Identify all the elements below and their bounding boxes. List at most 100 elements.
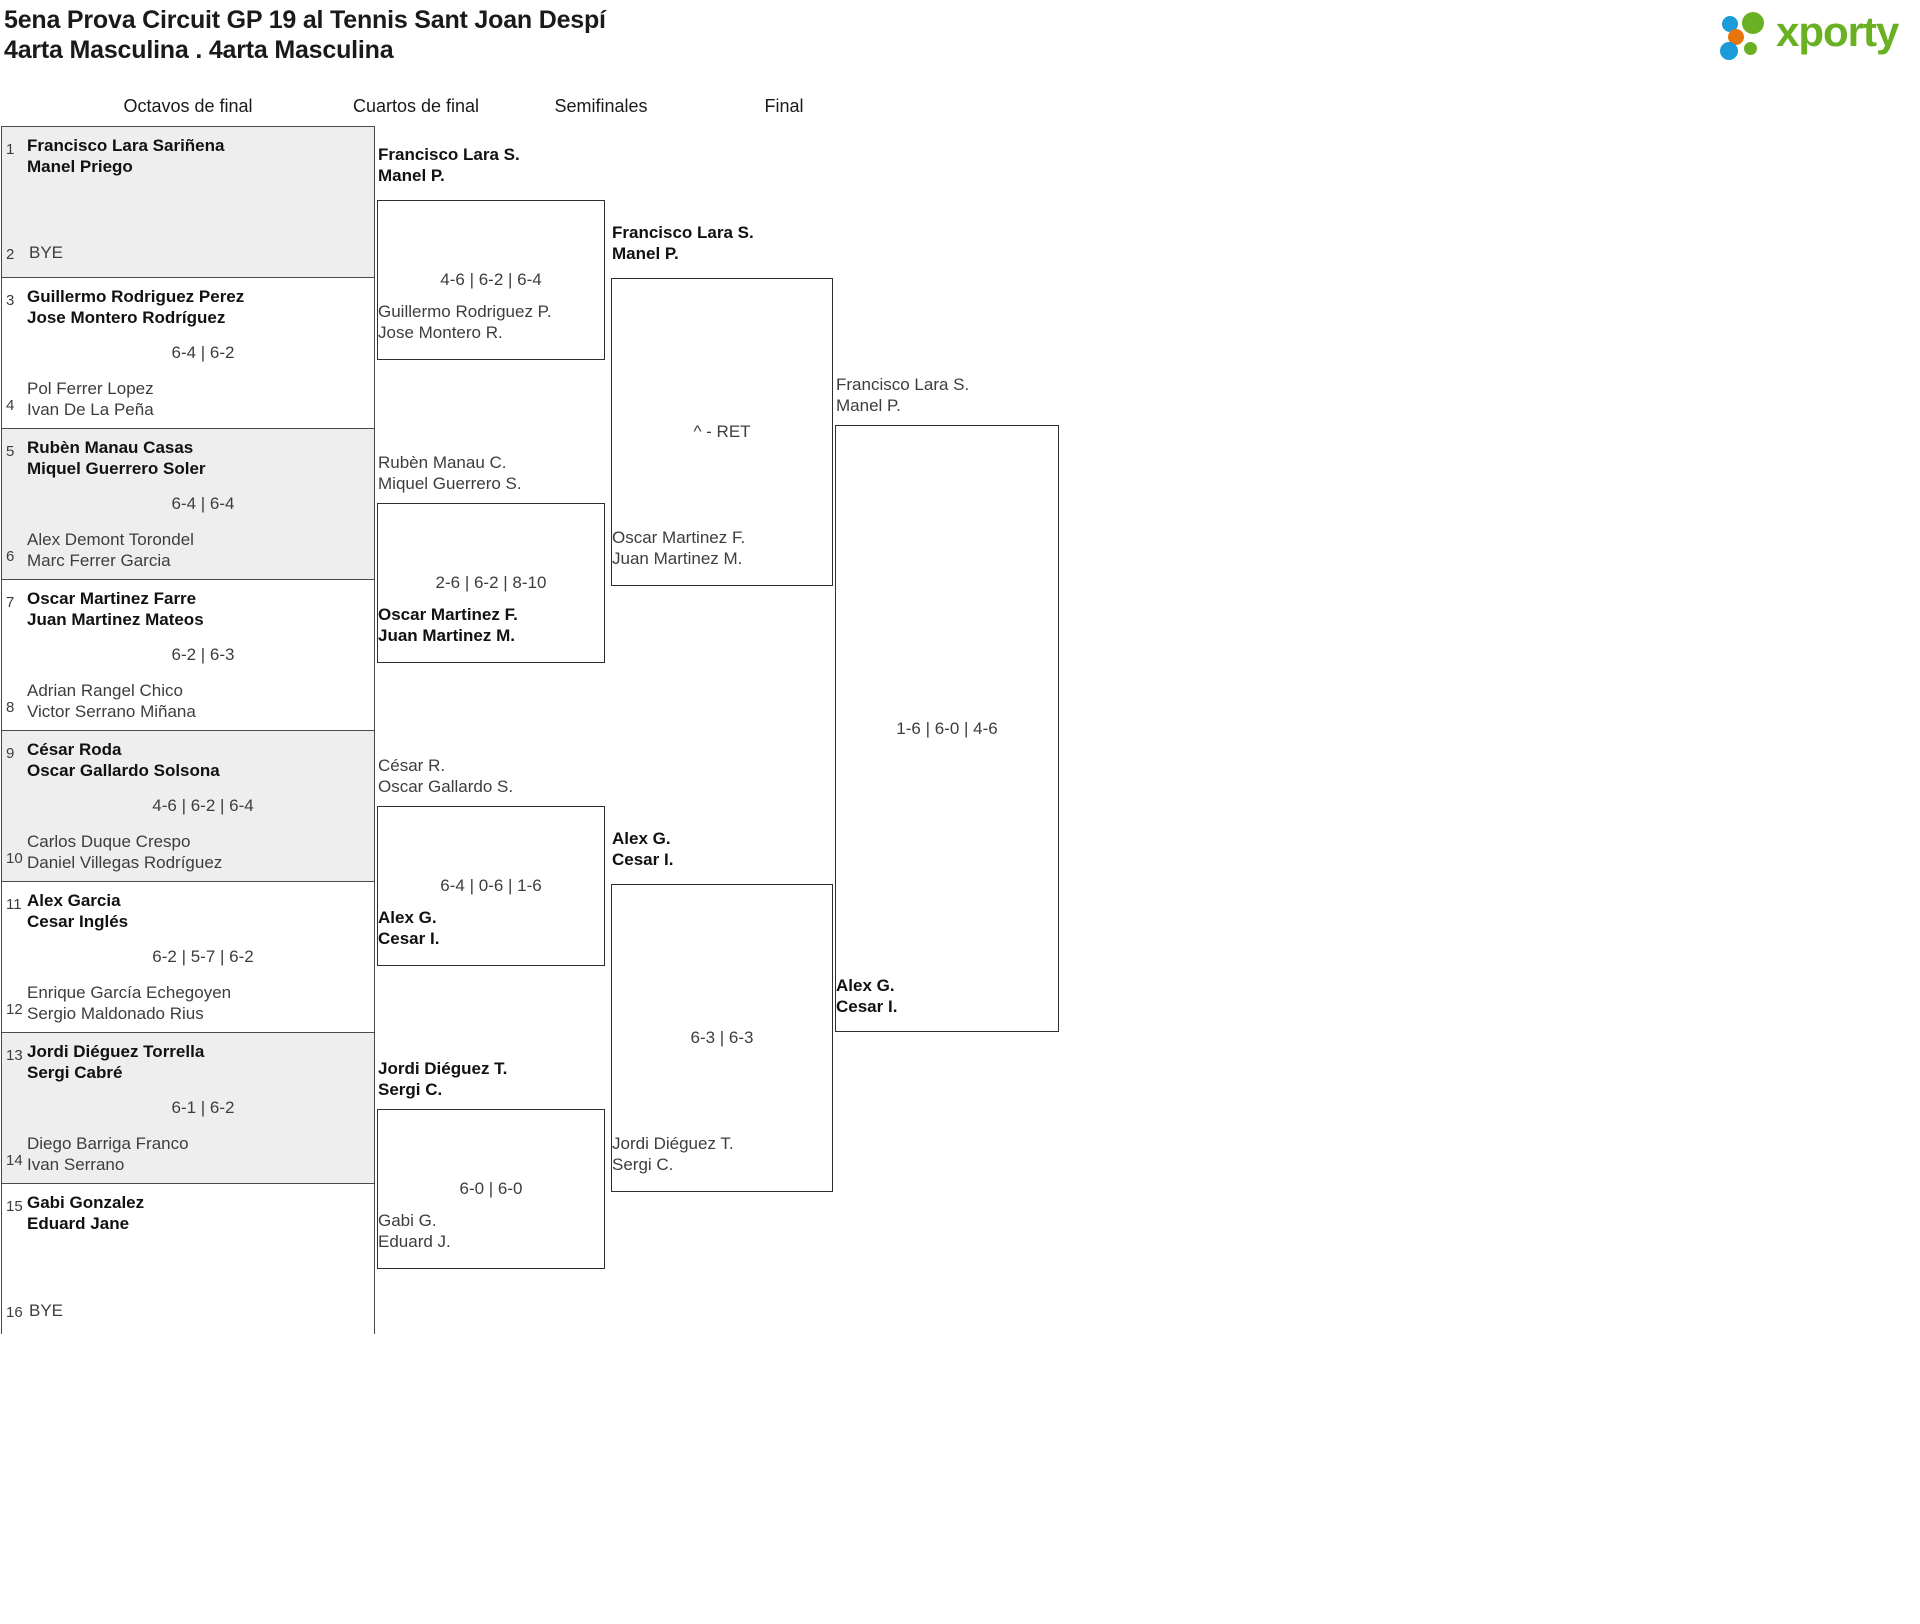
r4-match-box[interactable]: 1-6 | 6-0 | 4-6 bbox=[835, 425, 1059, 1032]
player-name: Sergio Maldonado Rius bbox=[27, 1004, 204, 1023]
seed-number: 10 bbox=[6, 850, 23, 867]
round-header-semifinales: Semifinales bbox=[554, 96, 648, 116]
r1-top-team: Alex Garcia Cesar Inglés bbox=[27, 890, 128, 932]
player-name: Juan Martinez Mateos bbox=[27, 610, 204, 629]
player-name: Diego Barriga Franco bbox=[27, 1134, 189, 1153]
player-name: Daniel Villegas Rodríguez bbox=[27, 853, 223, 872]
player-name: Jordi Diéguez Torrella bbox=[27, 1042, 205, 1061]
seed-number: 9 bbox=[6, 745, 15, 762]
r3-m1-bot-p1: Oscar Martinez F. bbox=[612, 528, 746, 547]
r2-m1-bot-p1: Guillermo Rodriguez P. bbox=[378, 302, 552, 321]
r1-top-team: Francisco Lara Sariñena Manel Priego bbox=[27, 135, 224, 177]
r2-m3-top-p2: Oscar Gallardo S. bbox=[378, 777, 514, 796]
player-name: Victor Serrano Miñana bbox=[27, 702, 196, 721]
r1-bottom-team: Alex Demont Torondel Marc Ferrer Garcia bbox=[27, 529, 194, 571]
seed-number: 4 bbox=[6, 397, 15, 414]
round-header-cuartos: Cuartos de final bbox=[352, 96, 480, 116]
r3-m2-top-p2: Cesar I. bbox=[612, 850, 674, 869]
match-score: 4-6 | 6-2 | 6-4 bbox=[440, 270, 542, 289]
r1-match-7[interactable]: 13 Jordi Diéguez Torrella Sergi Cabré 14… bbox=[2, 1033, 374, 1184]
r2-m4-bot-p2: Eduard J. bbox=[378, 1232, 451, 1251]
seed-number: 12 bbox=[6, 1001, 23, 1018]
r3-m2-bot-p2: Sergi C. bbox=[612, 1155, 674, 1174]
r1-match-1[interactable]: 1 Francisco Lara Sariñena Manel Priego 2… bbox=[2, 127, 374, 278]
r3-match-1-box[interactable]: ^ - RET bbox=[611, 278, 833, 586]
match-score: ^ - RET bbox=[693, 422, 751, 441]
match-score: 6-4 | 0-6 | 1-6 bbox=[440, 876, 542, 895]
match-score: 6-2 | 5-7 | 6-2 bbox=[152, 947, 254, 966]
seed-number: 7 bbox=[6, 594, 15, 611]
player-name: Ivan Serrano bbox=[27, 1155, 125, 1174]
r1-match-8[interactable]: 15 Gabi Gonzalez Eduard Jane 16 BYE bbox=[2, 1184, 374, 1335]
bye-label: BYE bbox=[29, 1301, 64, 1320]
r3-m1-top-p2: Manel P. bbox=[612, 244, 679, 263]
xporty-logo[interactable]: xporty bbox=[1718, 6, 1918, 62]
r4-bot-p2: Cesar I. bbox=[836, 997, 898, 1016]
r2-match-1-box[interactable]: 4-6 | 6-2 | 6-4 bbox=[377, 200, 605, 360]
player-name: Gabi Gonzalez bbox=[27, 1193, 145, 1212]
r2-match-4-box[interactable]: 6-0 | 6-0 bbox=[377, 1109, 605, 1269]
player-name: Alex Garcia bbox=[27, 891, 121, 910]
player-name: Francisco Lara Sariñena bbox=[27, 136, 225, 155]
seed-number: 13 bbox=[6, 1047, 23, 1064]
match-score: 6-3 | 6-3 bbox=[690, 1028, 754, 1047]
match-score: 6-4 | 6-2 bbox=[171, 343, 235, 362]
round-header-octavos: Octavos de final bbox=[123, 96, 253, 116]
r2-m1-top-p2: Manel P. bbox=[378, 166, 445, 185]
r1-top-team: Gabi Gonzalez Eduard Jane bbox=[27, 1192, 144, 1234]
r1-match-2[interactable]: 3 Guillermo Rodriguez Perez Jose Montero… bbox=[2, 278, 374, 429]
player-name: Enrique García Echegoyen bbox=[27, 983, 232, 1002]
logo-dots-icon bbox=[1718, 12, 1778, 60]
player-name: Rubèn Manau Casas bbox=[27, 438, 194, 457]
seed-number: 2 bbox=[6, 246, 15, 263]
r1-top-team: César Roda Oscar Gallardo Solsona bbox=[27, 739, 220, 781]
match-score: 6-0 | 6-0 bbox=[459, 1179, 523, 1198]
player-name: Oscar Gallardo Solsona bbox=[27, 761, 220, 780]
seed-number: 5 bbox=[6, 443, 15, 460]
r1-match-3[interactable]: 5 Rubèn Manau Casas Miquel Guerrero Sole… bbox=[2, 429, 374, 580]
r3-m2-bot-p1: Jordi Diéguez T. bbox=[612, 1134, 734, 1153]
r2-m2-top-p1: Rubèn Manau C. bbox=[378, 453, 507, 472]
match-score: 1-6 | 6-0 | 4-6 bbox=[896, 718, 998, 738]
tournament-title: 5ena Prova Circuit GP 19 al Tennis Sant … bbox=[4, 6, 606, 34]
r3-m2-top-p1: Alex G. bbox=[612, 829, 671, 848]
r3-match-2-box[interactable]: 6-3 | 6-3 bbox=[611, 884, 833, 1192]
r3-m1-bot-p2: Juan Martinez M. bbox=[612, 549, 743, 568]
logo-wordmark: xporty bbox=[1776, 8, 1899, 55]
player-name: Ivan De La Peña bbox=[27, 400, 154, 419]
r1-match-6[interactable]: 11 Alex Garcia Cesar Inglés 12 Enrique G… bbox=[2, 882, 374, 1033]
seed-number: 1 bbox=[6, 141, 15, 158]
player-name: Sergi Cabré bbox=[27, 1063, 123, 1082]
player-name: Jose Montero Rodríguez bbox=[27, 308, 226, 327]
match-score: 6-1 | 6-2 bbox=[171, 1098, 235, 1117]
round-header-final: Final bbox=[764, 96, 804, 116]
r3-m1-top-p1: Francisco Lara S. bbox=[612, 223, 754, 242]
tournament-subtitle: 4arta Masculina . 4arta Masculina bbox=[4, 36, 394, 64]
r2-match-3-box[interactable]: 6-4 | 0-6 | 1-6 bbox=[377, 806, 605, 966]
r4-top-p1: Francisco Lara S. bbox=[836, 375, 970, 394]
r1-top-team: Jordi Diéguez Torrella Sergi Cabré bbox=[27, 1041, 204, 1083]
r4-top-p2: Manel P. bbox=[836, 396, 901, 415]
r2-m2-bot-p1: Oscar Martinez F. bbox=[378, 605, 518, 624]
page-header: 5ena Prova Circuit GP 19 al Tennis Sant … bbox=[0, 0, 1920, 80]
r1-bottom-team: Carlos Duque Crespo Daniel Villegas Rodr… bbox=[27, 831, 222, 873]
r1-bottom-team: Pol Ferrer Lopez Ivan De La Peña bbox=[27, 378, 154, 420]
r1-match-5[interactable]: 9 César Roda Oscar Gallardo Solsona 10 C… bbox=[2, 731, 374, 882]
match-score: 6-4 | 6-4 bbox=[171, 494, 235, 513]
r1-top-team: Rubèn Manau Casas Miquel Guerrero Soler bbox=[27, 437, 206, 479]
r2-match-2-box[interactable]: 2-6 | 6-2 | 8-10 bbox=[377, 503, 605, 663]
match-score: 6-2 | 6-3 bbox=[171, 645, 235, 664]
player-name: Pol Ferrer Lopez bbox=[27, 379, 154, 398]
r1-top-team: Oscar Martinez Farre Juan Martinez Mateo… bbox=[27, 588, 204, 630]
r1-bottom-team: Adrian Rangel Chico Victor Serrano Miñan… bbox=[27, 680, 196, 722]
player-name: Oscar Martinez Farre bbox=[27, 589, 197, 608]
r1-bottom-team: Diego Barriga Franco Ivan Serrano bbox=[27, 1133, 189, 1175]
seed-number: 3 bbox=[6, 292, 15, 309]
player-name: César Roda bbox=[27, 740, 122, 759]
r1-match-4[interactable]: 7 Oscar Martinez Farre Juan Martinez Mat… bbox=[2, 580, 374, 731]
player-name: Carlos Duque Crespo bbox=[27, 832, 191, 851]
r2-m4-top-p1: Jordi Diéguez T. bbox=[378, 1059, 508, 1078]
r2-m2-bot-p2: Juan Martinez M. bbox=[378, 626, 515, 645]
r2-m1-bot-p2: Jose Montero R. bbox=[378, 323, 503, 342]
player-name: Manel Priego bbox=[27, 157, 133, 176]
